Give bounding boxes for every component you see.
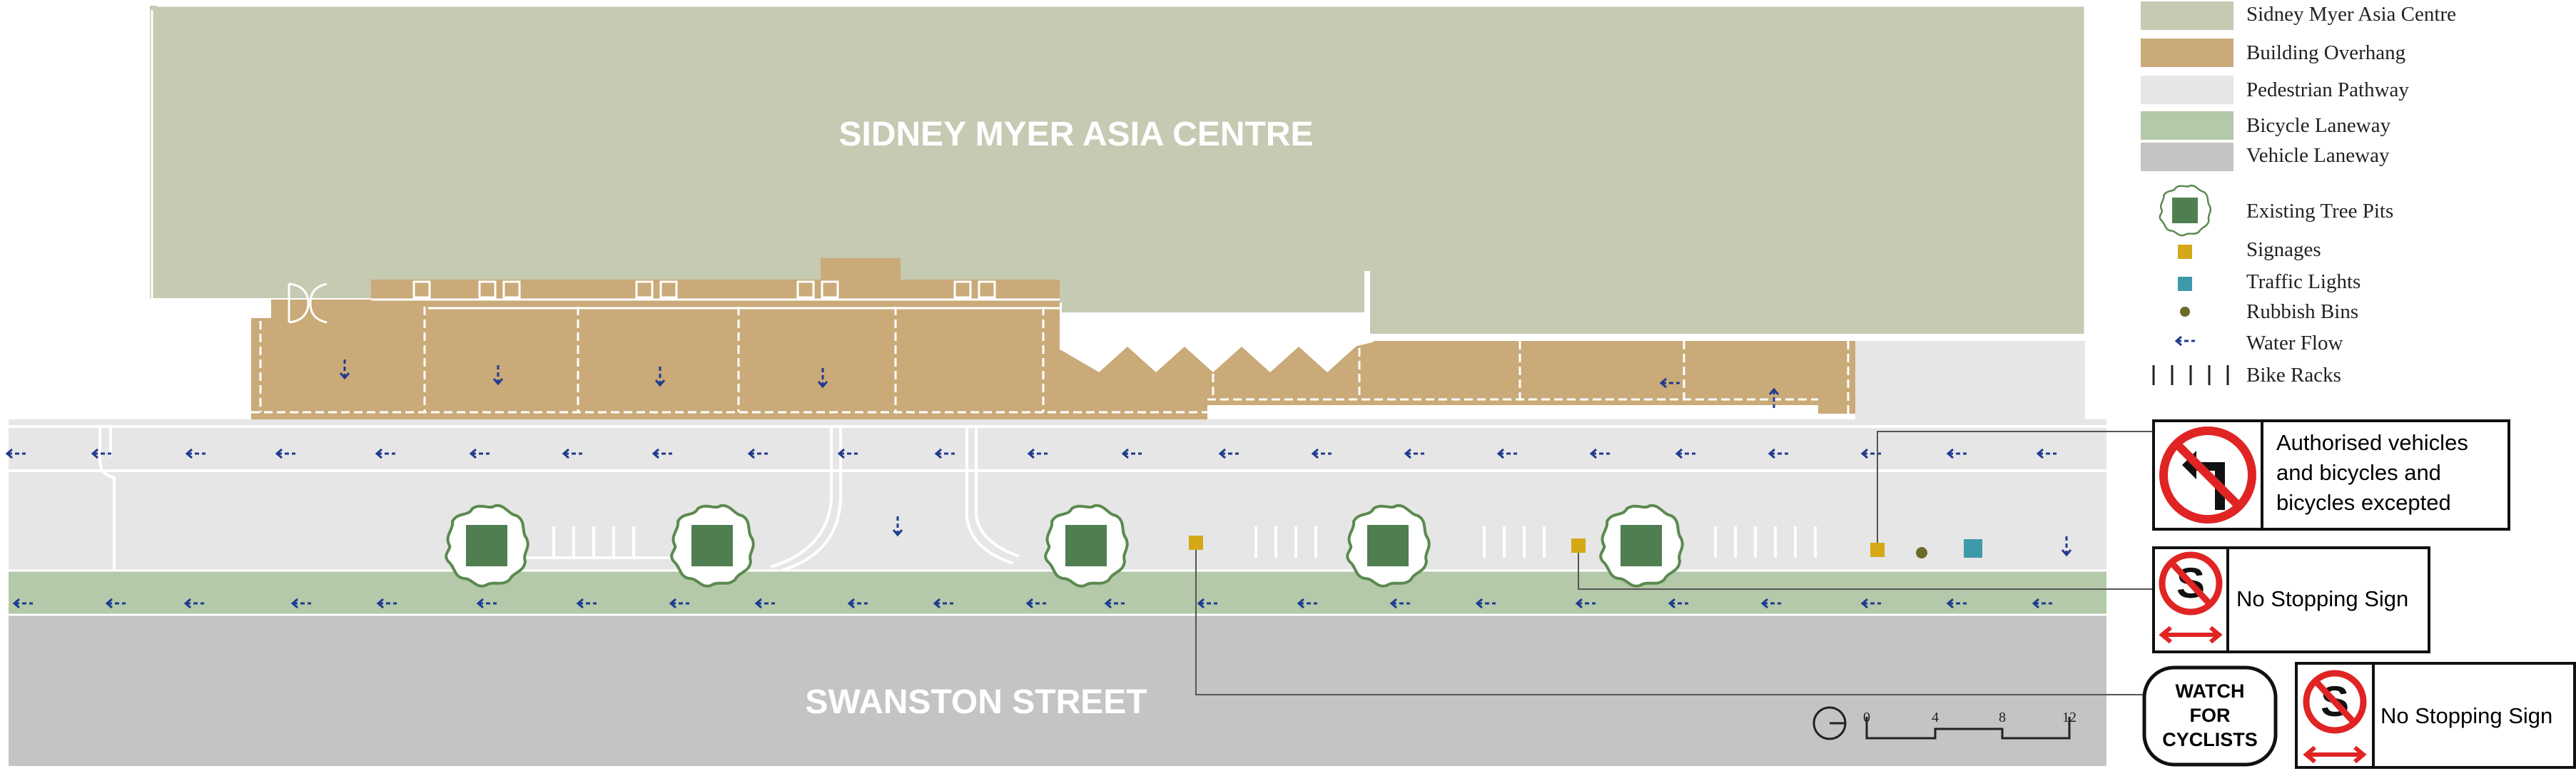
legend-swatch-pedestrian	[2141, 76, 2233, 104]
signage-icon	[2178, 245, 2192, 259]
legend-label: Traffic Lights	[2246, 270, 2361, 293]
scale-tick-0: 0	[1863, 710, 1870, 725]
bike-racks	[552, 526, 1817, 558]
legend-swatch-bicycle	[2141, 111, 2233, 140]
scale-tick-4: 4	[1932, 710, 1939, 725]
legend-swatch-vehicle	[2141, 143, 2233, 171]
signage-marker	[1571, 538, 1586, 553]
legend-swatch-overhang	[2141, 39, 2233, 67]
pathway-lines	[9, 425, 2106, 572]
signage-marker	[1189, 536, 1203, 550]
traffic-light-marker	[1964, 539, 1982, 558]
legend-label: Bicycle Laneway	[2246, 114, 2391, 137]
rubbish-bin-marker	[1916, 547, 1927, 558]
sign-leader-lines	[1195, 431, 2154, 695]
sign-no-stopping-2-text: No Stopping Sign	[2380, 703, 2553, 728]
rubbish-bin-icon	[2180, 307, 2190, 317]
bicycle-laneway	[9, 571, 2106, 615]
scale-tick-12: 12	[2062, 710, 2076, 725]
tree-pit-icon	[1044, 504, 1129, 588]
sign-watch-for-cyclists-text: WATCH FOR CYCLISTS	[2162, 680, 2258, 750]
legend-label: Water Flow	[2246, 332, 2343, 354]
building-overhang	[251, 258, 1855, 419]
legend-label: Signages	[2246, 238, 2321, 261]
legend-label: Bike Racks	[2246, 364, 2341, 387]
street-label: SWANSTON STREET	[805, 683, 1147, 721]
legend-label: Vehicle Laneway	[2246, 144, 2390, 167]
scale-bar: 0 4 8 12	[1812, 706, 2076, 740]
sign-no-left-turn	[2152, 419, 2510, 531]
legend-label: Building Overhang	[2246, 41, 2406, 64]
building-label: SIDNEY MYER ASIA CENTRE	[839, 116, 1314, 153]
vehicle-laneway	[9, 615, 2106, 766]
scale-tick-8: 8	[1999, 710, 2006, 725]
legend	[2141, 1, 2233, 385]
water-flow-arrow-icon	[2175, 335, 2196, 347]
signage-marker	[1870, 543, 1885, 557]
tree-pit-icon	[2159, 184, 2212, 237]
legend-label: Existing Tree Pits	[2246, 200, 2394, 223]
building-footprint	[150, 4, 2086, 334]
sign-no-left-turn-text: Authorised vehicles and bicycles and bic…	[2276, 430, 2468, 515]
street-furniture	[1189, 536, 1982, 558]
tree-pit-icon	[445, 504, 529, 588]
sign-no-stopping-1-text: No Stopping Sign	[2236, 586, 2409, 611]
traffic-light-icon	[2178, 277, 2192, 291]
bike-rack-icon	[2152, 365, 2229, 385]
tree-pit-icon	[1599, 504, 1684, 588]
legend-swatch-building	[2141, 1, 2233, 30]
sign-no-stopping-1: S	[2152, 546, 2430, 653]
tree-pit-icon	[1346, 504, 1431, 588]
tree-pit-icon	[670, 504, 755, 588]
sign-watch-for-cyclists	[2142, 665, 2278, 767]
pedestrian-strip-east	[1855, 341, 2085, 421]
legend-label: Sidney Myer Asia Centre	[2246, 3, 2456, 26]
legend-label: Pedestrian Pathway	[2246, 78, 2409, 101]
sign-no-stopping-2: S	[2295, 662, 2576, 769]
legend-label: Rubbish Bins	[2246, 300, 2359, 323]
